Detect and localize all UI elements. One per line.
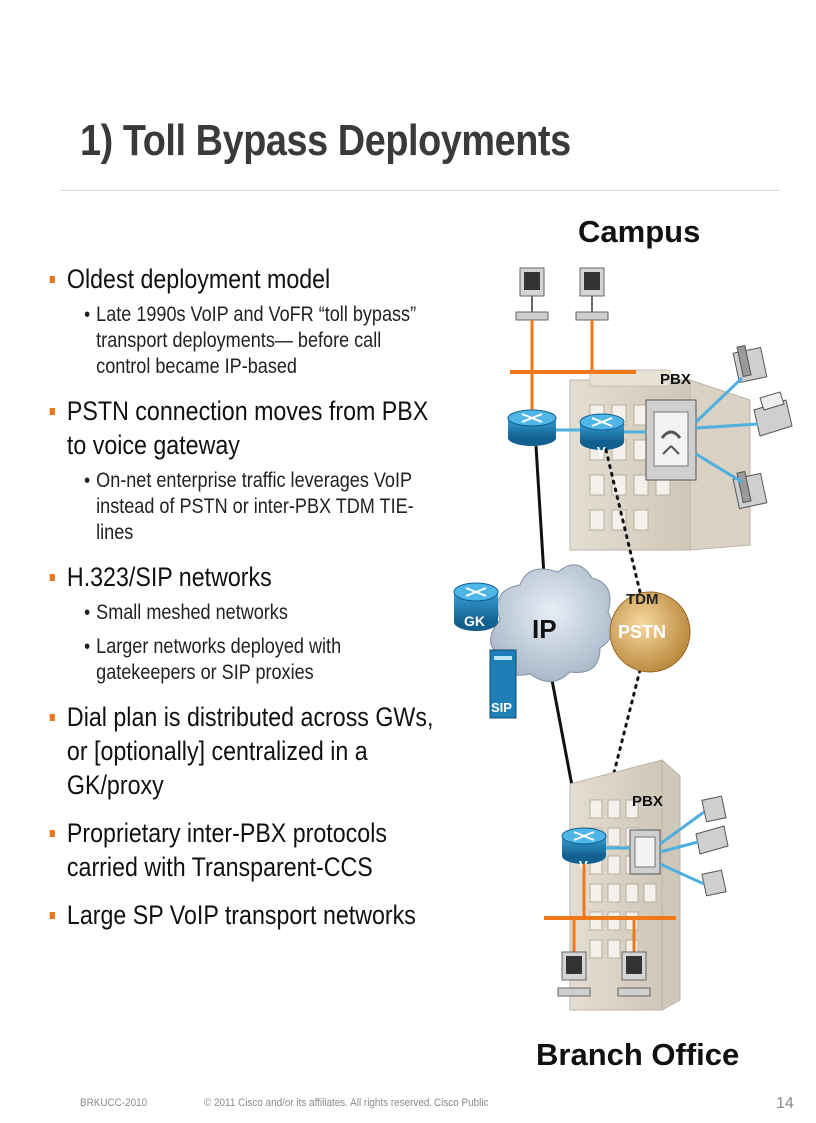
branch-building-icon (569, 758, 681, 1011)
bullet-item: Oldest deployment model Late 1990s VoIP … (48, 262, 445, 380)
gatekeeper-icon: GK (453, 582, 499, 631)
network-diagram: Campus PBX (453, 214, 793, 1072)
bullet-text: Dial plan is distributed across GWs, or … (66, 702, 434, 800)
bullet-item: H.323/SIP networks Small meshed networks… (48, 560, 445, 686)
sub-bullet-list: On-net enterprise traffic leverages VoIP… (67, 468, 445, 546)
sip-proxy-icon: SIP (489, 649, 517, 719)
pstn-label: PSTN (618, 622, 666, 642)
branch-workstation-icon (617, 951, 651, 997)
branch-voice-gateway-icon: V (561, 827, 607, 873)
slide-title: 1) Toll Bypass Deployments (80, 116, 571, 165)
branch-workstation-icon (557, 951, 591, 997)
pbx-link (694, 376, 744, 424)
session-code: BRKUCC-2010 (80, 1097, 148, 1109)
bullet-text: H.323/SIP networks (66, 562, 272, 592)
branch-pbx-label: PBX (632, 793, 663, 810)
gateway-v-label: V (597, 444, 606, 459)
classification: Cisco Public (434, 1097, 489, 1109)
campus-pbx-icon (645, 399, 697, 481)
bullet-item: Large SP VoIP transport networks (48, 898, 445, 932)
campus-voice-gateway-icon: V (579, 413, 625, 459)
branch-label: Branch Office (536, 1037, 739, 1072)
sub-bullet-item: Small meshed networks (84, 600, 423, 626)
bullet-text: Proprietary inter-PBX protocols carried … (66, 818, 387, 882)
pbx-link (695, 422, 759, 430)
sip-label: SIP (491, 700, 512, 715)
bullet-text: Oldest deployment model (66, 264, 331, 294)
bullet-item: Proprietary inter-PBX protocols carried … (48, 816, 445, 884)
bullet-list: Oldest deployment model Late 1990s VoIP … (48, 262, 478, 936)
campus-label: Campus (578, 214, 700, 249)
title-divider (60, 190, 780, 191)
pstn-cloud-icon: TDM PSTN (609, 591, 691, 673)
bullet-text: Large SP VoIP transport networks (66, 900, 416, 930)
pbx-link (695, 452, 743, 484)
bullet-text: PSTN connection moves from PBX to voice … (66, 396, 429, 460)
gk-label: GK (464, 613, 485, 629)
campus-workstation-icon (575, 267, 609, 321)
bullet-item: Dial plan is distributed across GWs, or … (48, 700, 445, 802)
branch-phone-icon (701, 869, 727, 897)
campus-workstation-icon (515, 267, 549, 321)
campus-fax-icon (753, 391, 793, 437)
campus-phone-icon (732, 344, 768, 384)
sub-bullet-item: Late 1990s VoIP and VoFR “toll bypass” t… (84, 302, 423, 380)
page-number: 14 (776, 1095, 794, 1112)
campus-phone-icon (732, 470, 768, 510)
pbx-link (659, 862, 705, 886)
campus-pbx-label: PBX (660, 371, 691, 388)
sub-bullet-list: Late 1990s VoIP and VoFR “toll bypass” t… (67, 302, 445, 380)
branch-phone-icon (701, 795, 727, 823)
tdm-label: TDM (626, 591, 659, 608)
ip-cloud-label: IP (532, 614, 557, 644)
sub-bullet-item: Larger networks deployed with gatekeeper… (84, 634, 423, 686)
campus-wan-link (534, 445, 547, 593)
branch-fax-icon (695, 825, 729, 855)
branch-pbx-icon (629, 829, 661, 875)
sub-bullet-item: On-net enterprise traffic leverages VoIP… (84, 468, 423, 546)
pbx-link (659, 810, 705, 846)
campus-router-icon (507, 409, 557, 446)
bullet-item: PSTN connection moves from PBX to voice … (48, 394, 445, 546)
campus-tdm-link (604, 448, 642, 594)
pbx-link (659, 840, 699, 854)
sub-bullet-list: Small meshed networks Larger networks de… (67, 600, 445, 686)
copyright: © 2011 Cisco and/or its affiliates. All … (204, 1097, 433, 1109)
